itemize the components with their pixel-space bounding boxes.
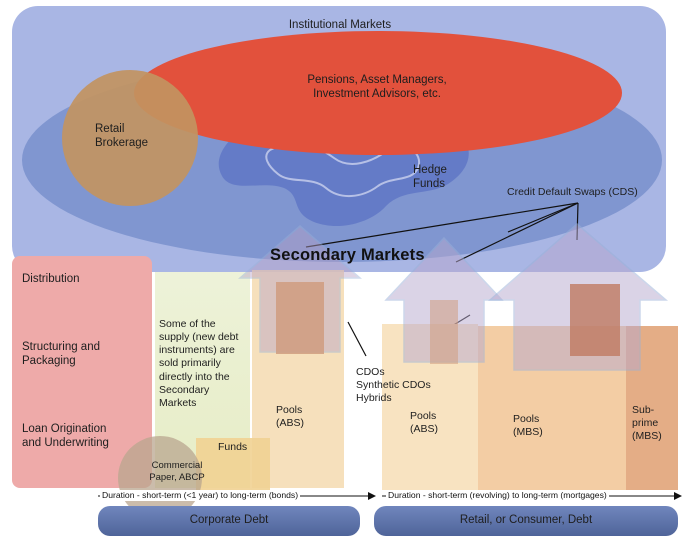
- pensions-label: Pensions, Asset Managers, Investment Adv…: [307, 74, 447, 101]
- funds-label: Funds: [218, 441, 248, 453]
- cds-line-1: [305, 202, 579, 248]
- consumer-debt-pill: [374, 506, 678, 536]
- retail-brokerage-circle: [62, 70, 198, 206]
- hedge-funds-swirl-detail: [265, 143, 421, 197]
- cdo-line-1: [347, 321, 367, 357]
- retail-brokerage-label: Retail Brokerage: [95, 123, 149, 150]
- consumer-duration-arrowhead: [674, 492, 682, 500]
- hedge-funds-label: Hedge Funds: [413, 164, 447, 191]
- cdos-label: CDOs Synthetic CDOs Hybrids: [356, 366, 431, 405]
- institutional-markets-title: Institutional Markets: [288, 19, 392, 31]
- consumer-pools-abs-label: Pools (ABS): [410, 410, 439, 436]
- corporate-debt-pill: [98, 506, 360, 536]
- consumer-duration-label: Duration - short-term (revolving) to lon…: [386, 490, 609, 501]
- corporate-supply-note: Some of the supply (new debt instruments…: [159, 318, 239, 409]
- funds-box: [196, 438, 270, 490]
- cds-line-2: [455, 202, 579, 263]
- stages-panel: [12, 256, 152, 488]
- consumer-mbs-arrow-core: [570, 284, 620, 356]
- consumer-pools-mbs-label: Pools (MBS): [513, 413, 543, 439]
- consumer-subprime-label: Sub- prime (MBS): [632, 404, 662, 443]
- consumer-debt-label: Retail, or Consumer, Debt: [459, 514, 593, 526]
- stage-distribution: Distribution: [22, 273, 80, 285]
- stage-structuring: Structuring and Packaging: [22, 341, 100, 368]
- stage-origination: Loan Origination and Underwriting: [22, 423, 109, 450]
- secondary-markets-label: Secondary Markets: [270, 246, 425, 264]
- corporate-pools-abs-label: Pools (ABS): [276, 404, 305, 430]
- corporate-duration-arrowhead: [368, 492, 376, 500]
- corporate-duration-label: Duration - short-term (<1 year) to long-…: [100, 490, 301, 501]
- cds-label: Credit Default Swaps (CDS): [507, 186, 638, 198]
- corporate-debt-label: Corporate Debt: [189, 514, 269, 526]
- commercial-paper-label: Commercial Paper, ABCP: [149, 460, 205, 483]
- cds-line-3: [507, 202, 579, 233]
- corporate-arrow-core: [276, 282, 324, 354]
- consumer-abs-arrow-core: [430, 300, 458, 364]
- pensions-ellipse: [134, 31, 622, 155]
